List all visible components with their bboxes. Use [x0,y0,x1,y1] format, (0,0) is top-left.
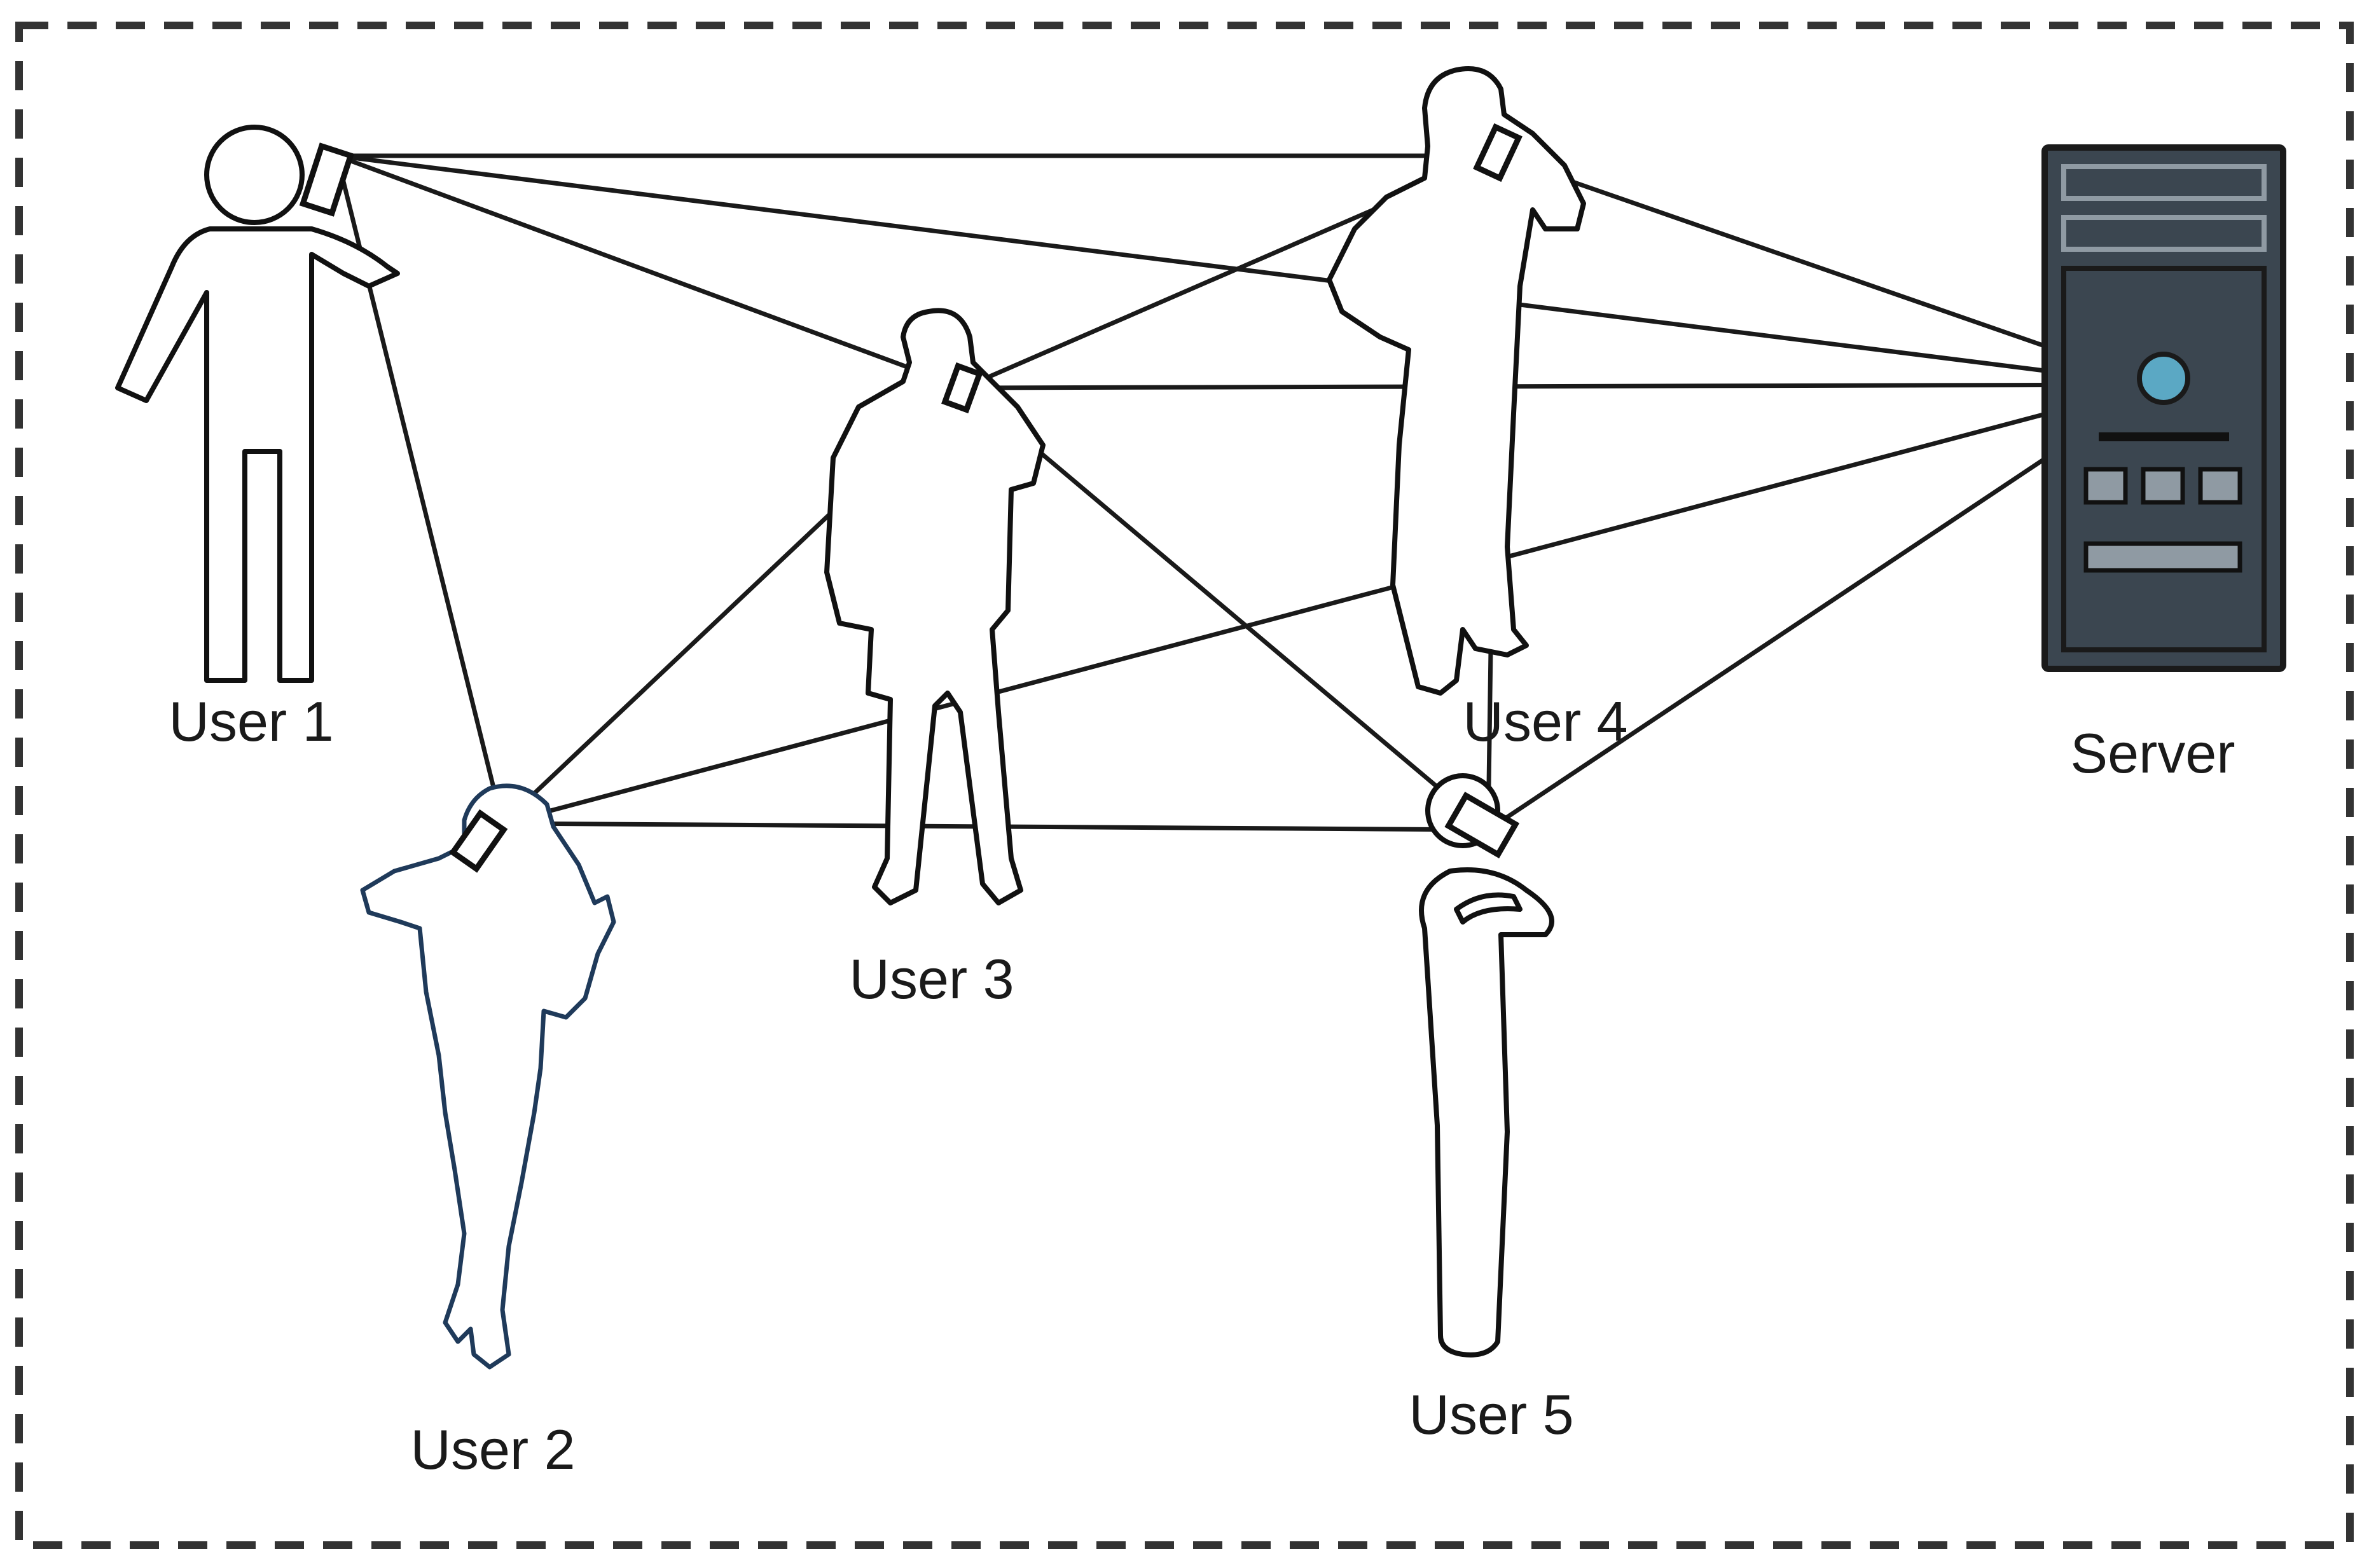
connection-lines [335,153,2158,832]
link-user3-user5 [961,385,1491,832]
user-2-label: User 2 [410,1418,575,1481]
link-user3-server [961,382,2158,390]
link-user1-user3 [335,153,966,390]
user-1-figure [115,125,400,683]
user-3-label: User 3 [849,947,1014,1010]
user-1-label: User 1 [169,690,333,753]
user-5-figure [1419,773,1554,1358]
dashed-boundary [15,22,2354,1549]
user-3-figure [824,308,1046,905]
user-4-label: User 4 [1463,690,1627,753]
user-4-figure [1327,66,1586,696]
link-user2-server [500,382,2158,826]
server-icon [2041,144,2286,672]
server-status-light [2137,352,2190,405]
server-label: Server [2070,722,2235,785]
link-user1-server [335,153,2158,387]
user-5-label: User 5 [1409,1383,1573,1446]
user-2-figure [360,783,616,1370]
